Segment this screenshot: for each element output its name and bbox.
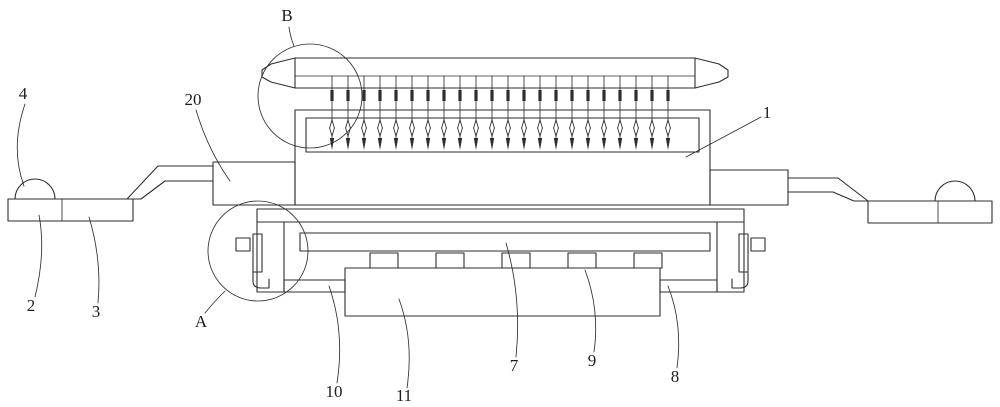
- needle: [633, 75, 639, 151]
- tooth: [567, 252, 597, 269]
- lower-right-column: [716, 221, 745, 293]
- needle: [473, 75, 479, 151]
- leader-1: [685, 116, 762, 158]
- left-mount-block-20: [212, 161, 296, 206]
- needle: [489, 75, 495, 151]
- leader-B: [288, 26, 295, 47]
- left-dome: [14, 178, 56, 200]
- label-10: 10: [326, 382, 343, 401]
- needle: [425, 75, 431, 151]
- needle: [569, 75, 575, 151]
- right-clip-bar: [738, 233, 749, 273]
- leader-4: [16, 103, 26, 187]
- label-8: 8: [671, 367, 680, 386]
- right-dome: [934, 180, 976, 202]
- right-support: [787, 177, 993, 224]
- right-arm: [787, 177, 869, 202]
- needle: [361, 75, 367, 151]
- detail-circle-A: [207, 200, 309, 302]
- needle: [649, 75, 655, 151]
- tooth: [501, 252, 531, 269]
- label-B: B: [281, 6, 292, 25]
- needle-bar-right-tip: [694, 57, 729, 89]
- leader-9: [584, 269, 597, 353]
- needle: [505, 75, 511, 151]
- needle: [393, 75, 399, 151]
- needle: [553, 75, 559, 151]
- needle: [521, 75, 527, 151]
- label-9: 9: [588, 351, 597, 370]
- tooth: [633, 252, 663, 269]
- housing-outer: [294, 109, 711, 206]
- needle: [377, 75, 383, 151]
- label-4: 4: [19, 84, 28, 103]
- label-11: 11: [396, 386, 412, 405]
- label-7: 7: [510, 356, 519, 375]
- needle: [617, 75, 623, 151]
- tooth: [369, 252, 399, 269]
- right-mount-block: [709, 169, 789, 206]
- leader-2: [34, 214, 43, 298]
- left-support: [7, 165, 214, 222]
- left-clip-hook: [252, 271, 270, 289]
- lower-left-column: [256, 221, 285, 293]
- needle: [457, 75, 463, 151]
- teeth-row-9: [369, 252, 663, 269]
- needle-bar: [261, 57, 729, 89]
- left-clip-bar: [252, 233, 263, 273]
- right-clip: [731, 233, 766, 289]
- lower-frame: [256, 208, 745, 293]
- main-housing: [294, 109, 711, 206]
- housing-inner: [305, 117, 700, 153]
- right-clip-hook: [731, 271, 749, 289]
- left-foot-plate: [7, 198, 134, 222]
- tooth: [435, 252, 465, 269]
- leader-3: [88, 216, 100, 304]
- right-clip-block: [750, 237, 766, 252]
- bottom-plate-11: [344, 267, 661, 317]
- label-20: 20: [185, 90, 202, 109]
- leader-7: [505, 242, 519, 358]
- leader-10: [328, 285, 341, 384]
- needle: [665, 75, 671, 151]
- leader-8: [667, 285, 680, 369]
- needle-bar-body: [294, 57, 696, 89]
- label-1: 1: [763, 103, 772, 122]
- detail-circle-B: [257, 43, 363, 149]
- leader-11: [398, 298, 410, 389]
- needle: [345, 75, 351, 151]
- leader-20: [195, 109, 231, 182]
- needle-bar-left-tip: [261, 57, 296, 89]
- needle: [329, 75, 335, 151]
- needle: [537, 75, 543, 151]
- needle-array: [329, 75, 671, 151]
- lower-top-plate: [256, 208, 745, 223]
- needle: [409, 75, 415, 151]
- leader-A: [204, 290, 226, 314]
- needle: [441, 75, 447, 151]
- needle: [585, 75, 591, 151]
- lower-right-shelf-8: [659, 279, 718, 293]
- left-arm: [126, 165, 214, 200]
- right-foot-plate: [867, 200, 993, 224]
- label-3: 3: [92, 302, 101, 321]
- label-A: A: [195, 312, 208, 331]
- left-clip-block: [235, 237, 251, 252]
- needle: [601, 75, 607, 151]
- label-2: 2: [27, 296, 36, 315]
- left-clip: [235, 233, 270, 289]
- inner-bar-7: [299, 232, 711, 252]
